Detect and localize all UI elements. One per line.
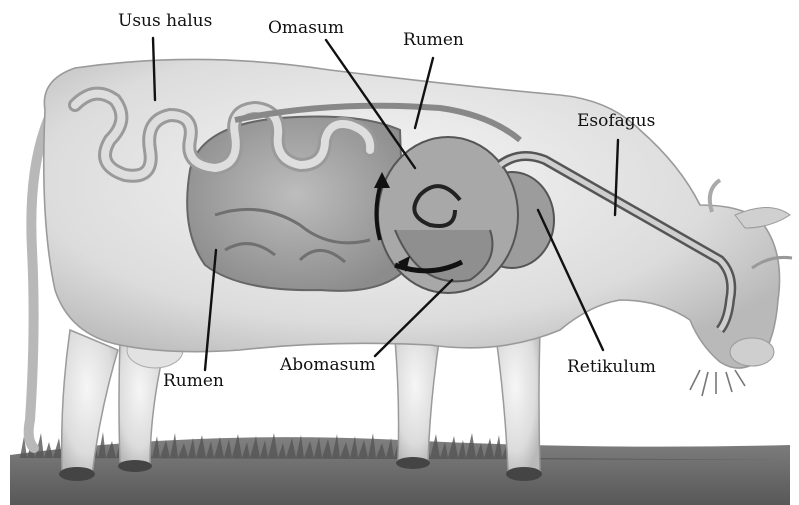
label-abomasum: Abomasum: [279, 355, 375, 375]
label-retikulum: Retikulum: [567, 357, 656, 377]
label-rumen-top: Rumen: [403, 30, 464, 50]
label-esofagus: Esofagus: [577, 111, 655, 131]
label-usus-halus: Usus halus: [118, 11, 212, 31]
label-rumen-bottom: Rumen: [163, 371, 224, 391]
label-omasum: Omasum: [268, 18, 344, 38]
